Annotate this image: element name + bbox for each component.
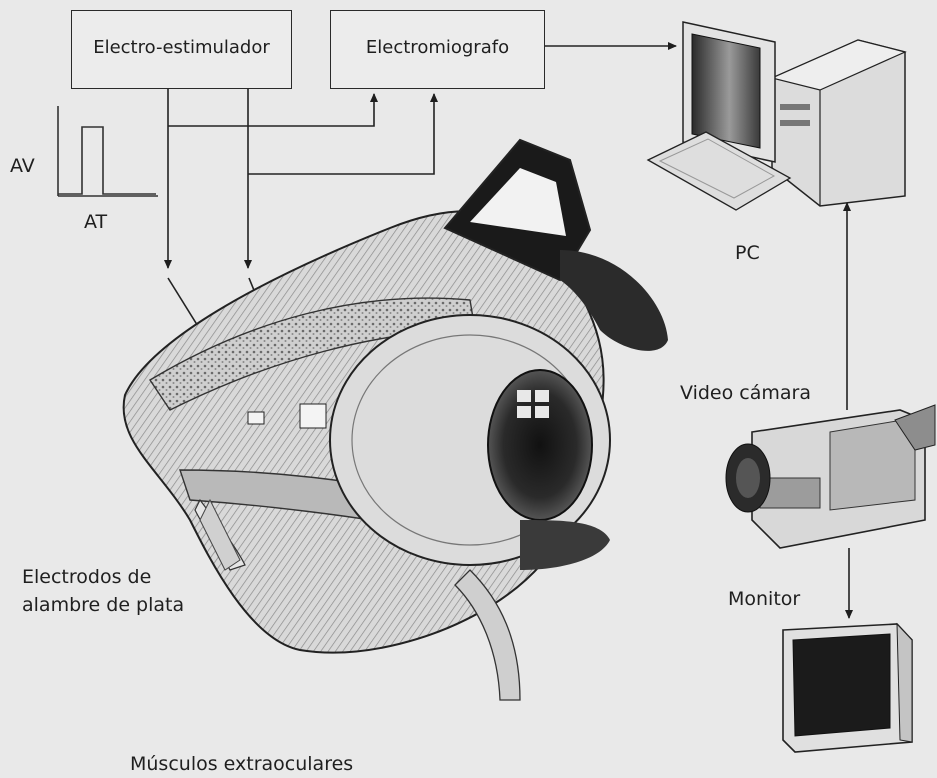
emg-box: Electromiografo — [330, 10, 545, 89]
monitor-label: Monitor — [728, 588, 800, 610]
pc-icon — [648, 22, 905, 210]
electrode-tip-2 — [300, 404, 326, 428]
waveform-y-label: AV — [10, 155, 35, 177]
eye-illustration — [124, 140, 668, 700]
stimulator-label: Electro-estimulador — [93, 37, 270, 58]
video-camera-icon — [726, 405, 935, 548]
muscles-label: Músculos extraoculares — [130, 753, 353, 775]
stimulus-waveform — [58, 106, 158, 196]
electrode-tip-1 — [248, 412, 264, 424]
lower-eyelid — [520, 520, 610, 570]
camera-label: Video cámara — [680, 382, 811, 404]
waveform-x-label: AT — [84, 211, 107, 233]
monitor-icon — [783, 624, 912, 752]
electrodes-label-line1: Electrodos de — [22, 566, 151, 588]
emg-label: Electromiografo — [366, 37, 509, 58]
electrodes-label-line2: alambre de plata — [22, 594, 184, 616]
stimulator-box: Electro-estimulador — [71, 10, 292, 89]
pc-label: PC — [735, 242, 760, 264]
